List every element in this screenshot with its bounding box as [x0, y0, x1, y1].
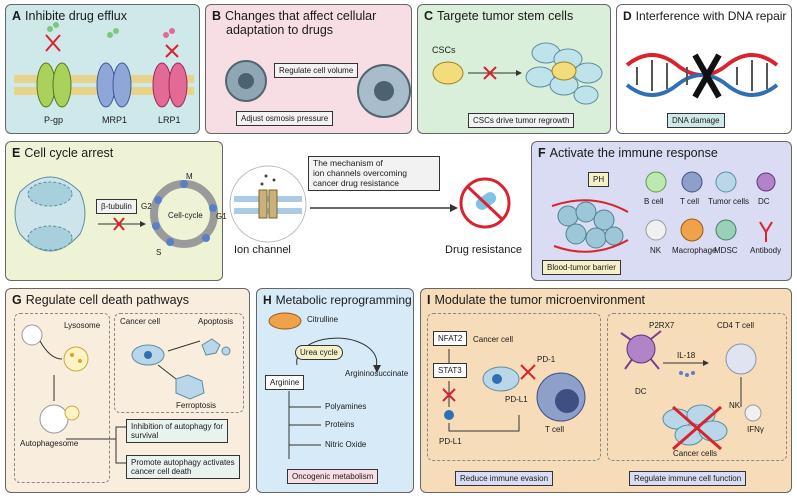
- dc-label: DC: [758, 197, 770, 206]
- dna-damage-box: DNA damage: [667, 113, 725, 129]
- pgp-label: P-gp: [44, 115, 64, 125]
- cell-cycle-label: Cell-cycle: [168, 211, 203, 220]
- autophagy-region: [14, 313, 110, 483]
- proteins-label: Proteins: [325, 420, 355, 429]
- adjust-osmosis-box: Adjust osmosis pressure: [236, 111, 334, 127]
- efflux-pumps-illustration: [14, 22, 194, 108]
- urea-cycle-illustration: [268, 312, 381, 459]
- dc-label: DC: [635, 387, 647, 396]
- autophagesome-label: Autophagesome: [20, 439, 79, 448]
- mechanism-arrow: [310, 204, 458, 212]
- ion-channel-illustration: [229, 165, 307, 243]
- cancer-cell-label: Cancer cell: [473, 335, 514, 344]
- microenvironment-illustration: [442, 330, 762, 451]
- lysosome-label: Lysosome: [64, 321, 101, 330]
- cancer-cells-label: Cancer cells: [673, 449, 718, 458]
- lrp1-label: LRP1: [158, 115, 181, 125]
- stat3-box: STAT3: [433, 363, 467, 379]
- oncogenic-metabolism-box: Oncogenic metabolism: [287, 469, 379, 485]
- no-drug-icon: [459, 177, 511, 229]
- dna-helix-illustration: [625, 53, 779, 99]
- t-cell-label: T cell: [680, 197, 699, 206]
- mrp1-label: MRP1: [102, 115, 128, 125]
- urea-cycle-box: Urea cycle: [295, 345, 343, 361]
- nfat2-box: NFAT2: [433, 331, 468, 347]
- reduce-evasion-box: Reduce immune evasion: [455, 471, 554, 487]
- p2rx7-label: P2RX7: [649, 321, 675, 330]
- regulate-function-box: Regulate immune cell function: [629, 471, 747, 487]
- argininosuccinate-label: Argininosuccinate: [345, 369, 409, 378]
- ion-channel-label: Ion channel: [234, 244, 291, 256]
- cscs-label: CSCs: [432, 45, 456, 55]
- pdl1-right-label: PD-L1: [505, 395, 528, 404]
- b-cell-label: B cell: [644, 197, 664, 206]
- phase-s-label: S: [156, 248, 162, 257]
- ph-box: PH: [588, 172, 610, 188]
- immune-function-region: [607, 313, 787, 461]
- phase-m-label: M: [186, 172, 193, 181]
- macrophage-label: Macrophage: [672, 246, 717, 255]
- cancer-cell-label: Cancer cell: [120, 317, 161, 326]
- phase-g2-label: G2: [141, 202, 152, 211]
- ferroptosis-label: Ferroptosis: [176, 401, 217, 410]
- pd1-label: PD-1: [537, 355, 556, 364]
- mdsc-label: MDSC: [714, 246, 738, 255]
- tumor-barrier-illustration: [551, 171, 776, 253]
- cell-volume-illustration: [225, 60, 411, 118]
- immune-evasion-region: [427, 313, 601, 461]
- polyamines-label: Polyamines: [325, 402, 367, 411]
- blood-tumor-barrier-box: Blood-tumor barrier: [542, 260, 621, 276]
- citrulline-label: Citrulline: [307, 315, 339, 324]
- tumor-cells-label: Tumor cells: [708, 197, 750, 206]
- nk-label: NK: [650, 246, 662, 255]
- phase-g1-label: G1: [216, 212, 227, 221]
- apoptosis-label: Apoptosis: [198, 317, 234, 326]
- t-cell-label: T cell: [545, 425, 564, 434]
- il18-label: IL-18: [677, 351, 696, 360]
- cancer-cell-region: [114, 313, 244, 413]
- stem-cells-illustration: [432, 42, 603, 105]
- nk-label: NK: [729, 401, 741, 410]
- pdl1-left-label: PD-L1: [439, 437, 462, 446]
- antibody-label: Antibody: [750, 246, 782, 255]
- regulate-cell-volume-box: Regulate cell volume: [274, 63, 359, 79]
- cell-death-illustration: [21, 324, 231, 464]
- cd4-tcell-label: CD4 T cell: [717, 321, 755, 330]
- beta-tubulin-box: β-tubulin: [96, 199, 137, 215]
- dividing-cell-illustration: [14, 176, 218, 252]
- arginine-box: Arginine: [265, 375, 305, 391]
- cscs-regrowth-box: CSCs drive tumor regrowth: [468, 113, 575, 129]
- ifn-gamma-label: IFNγ: [747, 425, 764, 434]
- nitric-oxide-label: Nitric Oxide: [325, 440, 367, 449]
- drug-resistance-label: Drug resistance: [445, 244, 523, 256]
